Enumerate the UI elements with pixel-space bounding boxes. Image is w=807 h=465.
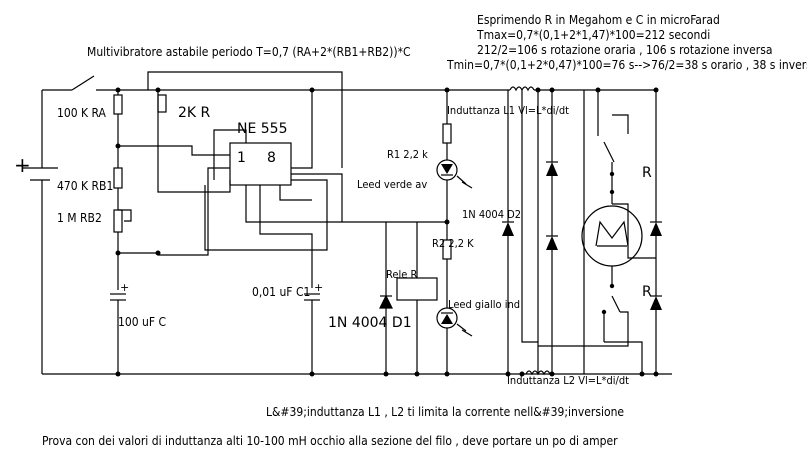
capacitor-c1-plus: +: [314, 281, 323, 294]
bottom-note: Prova con dei valori di induttanza alti …: [42, 434, 618, 448]
relay-coil: [396, 277, 438, 301]
l2-label: Induttanza L2 Vl=L*di/dt: [507, 374, 629, 387]
c-label: 100 uF C: [118, 315, 166, 329]
relay-contact-r-bottom: R: [642, 284, 652, 300]
capacitor-c-plus: +: [120, 281, 129, 294]
rb1-label: 470 K RB1: [57, 179, 113, 193]
r2-label: R2 2,2 K: [432, 237, 474, 250]
diode-bridge-1: [546, 162, 558, 176]
junction-dots: [115, 87, 659, 377]
battery-symbol: [22, 90, 58, 374]
capacitor-c: [110, 293, 126, 301]
d2-label: 1N 4004 D2: [462, 208, 521, 221]
diode-bridge-3: [650, 222, 662, 236]
power-switch: [42, 75, 510, 91]
resistor-rb1: [113, 167, 123, 189]
diode-bridge-4: [650, 296, 662, 310]
resistor-r1: [442, 123, 452, 144]
resistor-ra: [113, 94, 123, 115]
potentiometer-rb2: [113, 209, 123, 233]
d1-label: 1N 4004 D1: [328, 315, 412, 331]
relay-label: Rele R: [386, 268, 417, 281]
diode-d2: [502, 222, 514, 236]
note-line-1: Esprimendo R in Megahom e C in microFara…: [477, 13, 720, 27]
motor-symbol: [581, 205, 643, 267]
r1-label: R1 2,2 k: [387, 148, 428, 161]
note-line-3: 212/2=106 s rotazione oraria , 106 s rot…: [477, 43, 772, 57]
formula-title: Multivibratore astabile periodo T=0,7 (R…: [87, 45, 411, 59]
battery-plus-sign: +: [14, 153, 31, 177]
led-green: [436, 159, 473, 189]
resistor-2k-label: 2K R: [178, 105, 211, 121]
led-yellow: [436, 307, 473, 337]
inductance-note: L&#39;induttanza L1 , L2 ti limita la co…: [266, 405, 624, 419]
diode-bridge-2: [546, 236, 558, 250]
note-line-4: Tmin=0,7*(0,1+2*0,47)*100=76 s-->76/2=38…: [446, 58, 807, 72]
diode-d1: [379, 294, 393, 309]
resistor-2k: [157, 94, 167, 113]
c1-label: 0,01 uF C1: [252, 285, 310, 299]
ra-label: 100 K RA: [57, 106, 107, 120]
pin-1-label: 1: [237, 150, 246, 166]
inductor-l1: [509, 86, 535, 92]
led-green-label: Leed verde av: [357, 178, 427, 191]
relay-contact-r-top: R: [642, 165, 652, 181]
rb2-label: 1 M RB2: [57, 211, 102, 225]
pin-8-label: 8: [267, 150, 276, 166]
l1-label: Induttanza L1 Vl=L*di/dt: [447, 104, 569, 117]
led-yellow-label: Leed giallo ind: [448, 298, 520, 311]
ne555-label: NE 555: [237, 121, 288, 137]
note-line-2: Tmax=0,7*(0,1+2*1,47)*100=212 secondi: [476, 28, 710, 42]
